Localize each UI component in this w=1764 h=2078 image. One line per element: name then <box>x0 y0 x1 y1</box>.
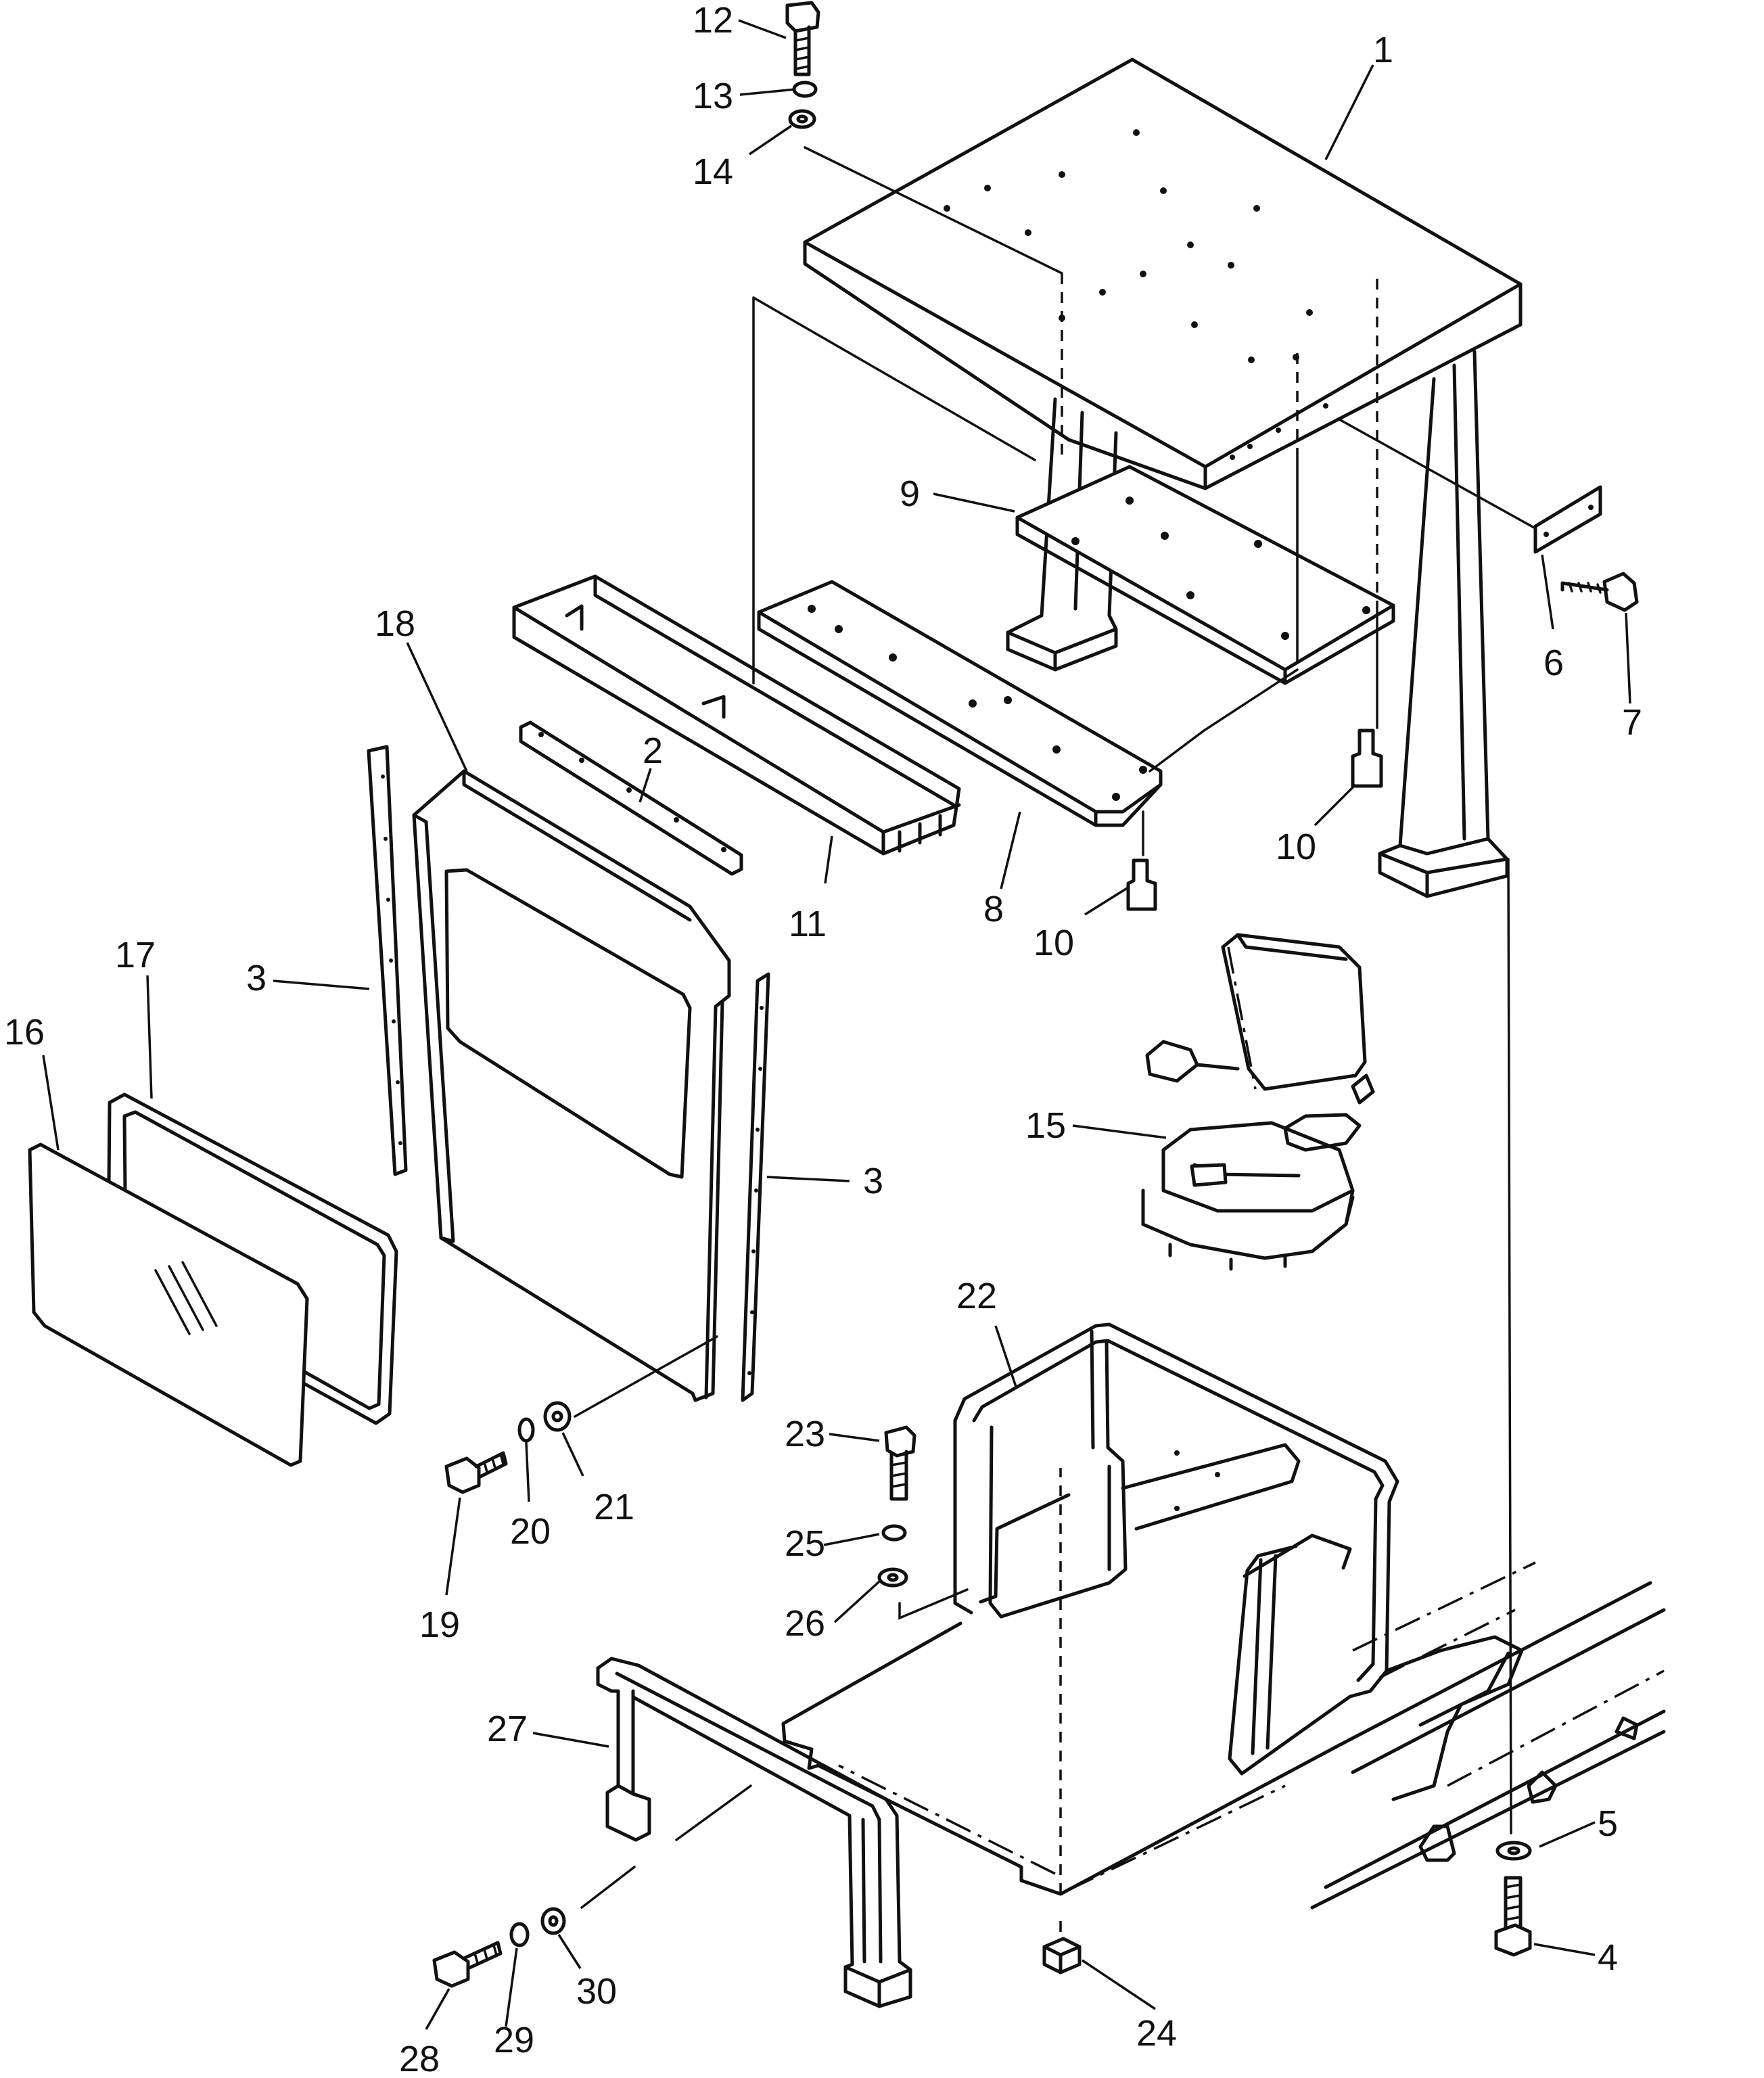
bolt-part-12 <box>785 1 820 76</box>
lock-washer-part-29 <box>509 1922 530 1947</box>
pin-part-10-lower <box>1126 858 1157 911</box>
lock-washer-part-13 <box>792 80 818 98</box>
panel-part-18 <box>412 769 731 1402</box>
washer-part-26 <box>877 1567 908 1588</box>
screw-part-7 <box>1560 572 1639 612</box>
nut-part-24 <box>1042 1937 1082 1975</box>
callout-17: 17 <box>115 935 156 975</box>
canopy-part-1 <box>803 57 1523 898</box>
pin-part-10-upper <box>1351 729 1383 788</box>
washer-part-14 <box>788 109 816 129</box>
lock-washer-part-25 <box>881 1524 907 1542</box>
callout-4: 4 <box>1598 1937 1618 1978</box>
callout-15: 15 <box>1025 1105 1066 1146</box>
handrail-part-27 <box>596 1657 912 2008</box>
callout-20: 20 <box>510 1511 551 1552</box>
strip-part-3-left <box>367 745 408 1176</box>
callout-6: 6 <box>1544 643 1564 683</box>
strip-part-2 <box>519 720 743 876</box>
bolt-part-19 <box>444 1451 508 1494</box>
callout-18: 18 <box>375 603 415 644</box>
callout-27: 27 <box>487 1709 528 1749</box>
callout-26: 26 <box>785 1603 825 1644</box>
assembly-lines <box>574 146 1535 1939</box>
callout-29: 29 <box>494 2020 534 2060</box>
callout-2: 2 <box>643 731 663 771</box>
floor-platform <box>781 1468 1666 1910</box>
channel-part-11 <box>512 574 961 856</box>
lock-washer-part-20 <box>517 1417 535 1443</box>
callout-9: 9 <box>900 474 920 514</box>
washer-part-5 <box>1495 1841 1532 1861</box>
callout-3-right: 3 <box>863 1161 883 1201</box>
callout-19: 19 <box>419 1604 460 1645</box>
bolt-part-28 <box>432 1941 503 1988</box>
washer-part-30 <box>540 1907 566 1935</box>
callout-22: 22 <box>956 1276 997 1316</box>
callout-10-lower: 10 <box>1034 923 1074 963</box>
callout-12: 12 <box>693 0 733 41</box>
callout-21: 21 <box>594 1487 634 1527</box>
plate-part-8 <box>757 580 1163 827</box>
callout-30: 30 <box>576 1971 617 2012</box>
glass-part-16 <box>28 1142 309 1467</box>
callout-labels: 1 12 13 14 9 6 7 10 10 8 11 18 2 3 3 17 … <box>4 0 1642 2078</box>
seat-part-15 <box>1141 933 1375 1271</box>
callout-8: 8 <box>983 889 1004 929</box>
callout-13: 13 <box>693 76 733 116</box>
leader-lines <box>42 19 1631 2030</box>
callout-28: 28 <box>399 2039 440 2078</box>
plate-part-9 <box>1015 465 1395 685</box>
bolt-part-4 <box>1494 1876 1532 1957</box>
guard-frame-part-22 <box>953 1322 1399 1776</box>
callout-7: 7 <box>1622 702 1642 743</box>
callout-14: 14 <box>693 152 733 192</box>
washer-part-21 <box>543 1401 572 1432</box>
callout-16: 16 <box>4 1012 45 1053</box>
bolt-part-23 <box>884 1425 916 1501</box>
callout-10-upper: 10 <box>1276 827 1316 867</box>
callout-1: 1 <box>1373 30 1393 70</box>
callout-5: 5 <box>1598 1803 1618 1844</box>
callout-11: 11 <box>789 904 827 944</box>
strip-part-3-right <box>741 972 770 1402</box>
callout-23: 23 <box>785 1414 825 1454</box>
callout-24: 24 <box>1136 2013 1177 2054</box>
plate-part-6 <box>1533 485 1602 554</box>
callout-3-left: 3 <box>246 958 266 998</box>
callout-25: 25 <box>785 1523 825 1564</box>
